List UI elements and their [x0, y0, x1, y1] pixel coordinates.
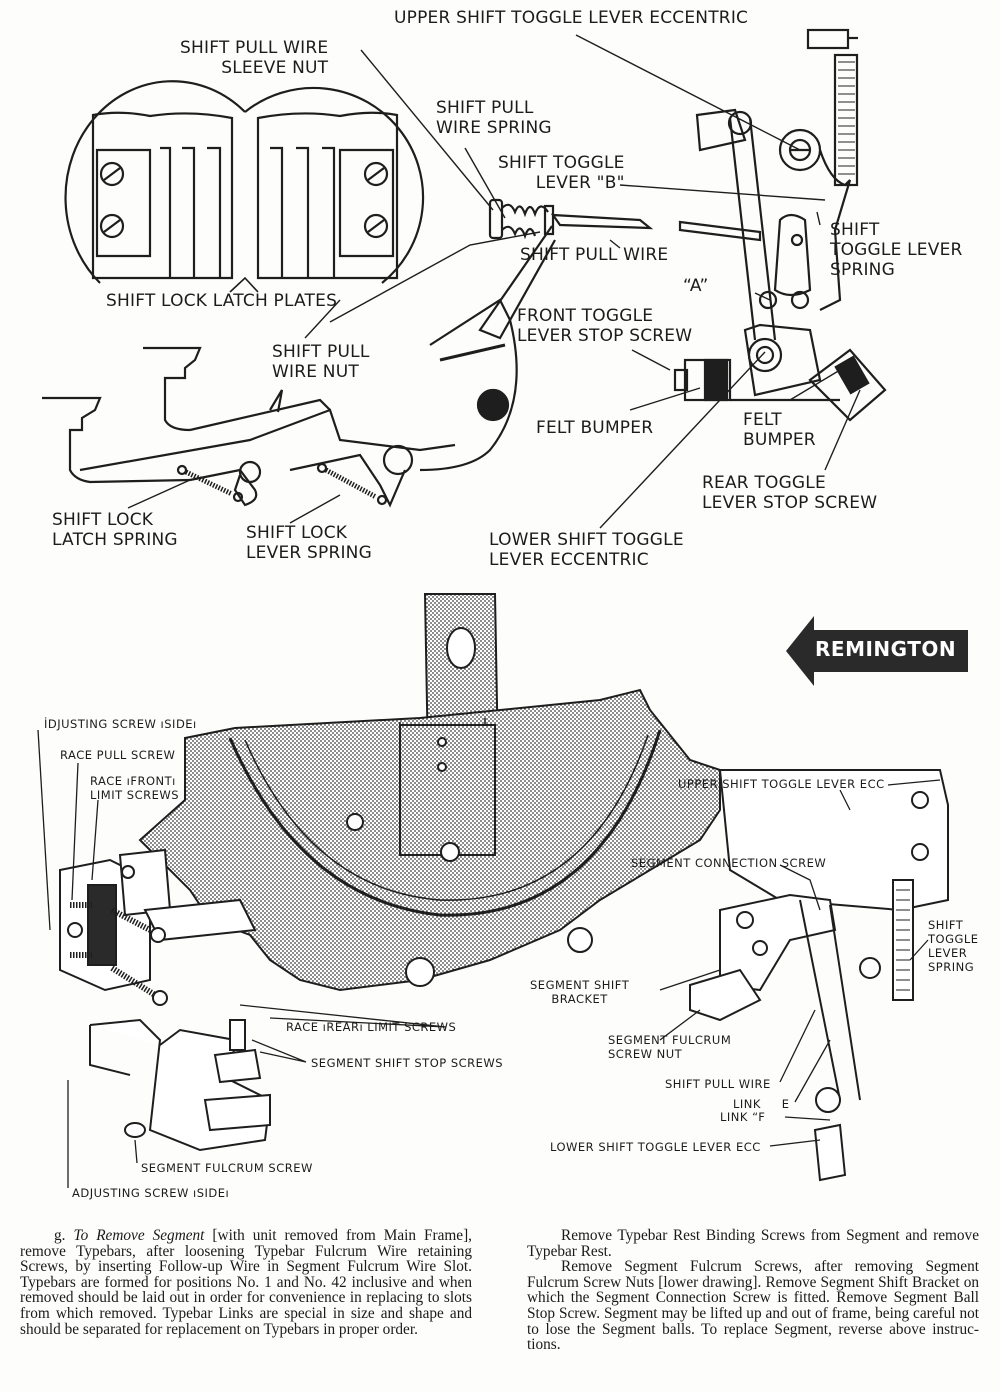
label-felt-bumper-rear: FELT BUMPER: [743, 410, 816, 450]
shift-key-levers: [42, 346, 456, 508]
shift-pull-wire-assembly: [419, 198, 762, 472]
label-upper-shift-toggle-lever-ecc: UPPER SHIFT TOGGLE LEVER ECC: [678, 777, 885, 791]
label-lower-shift-toggle-lever-ecc: LOWER SHIFT TOGGLE LEVER ECC: [550, 1140, 761, 1154]
label-lower-shift-toggle-lever-eccentric: LOWER SHIFT TOGGLE LEVER ECCENTRIC: [489, 530, 684, 570]
label-shift-lock-latch-plates: SHIFT LOCK LATCH PLATES: [106, 291, 338, 311]
text-column-left: g. To Remove Segment [with unit removed …: [20, 1228, 472, 1337]
paragraph-remove-segment: g. To Remove Segment [with unit removed …: [20, 1228, 472, 1337]
bottom-leader-lines: [37, 729, 941, 1188]
label-race-front-limit-screws: RACE ıFRONTı LIMIT SCREWS: [90, 774, 180, 802]
label-shift-pull-wire-spring: SHIFT PULL WIRE SPRING: [436, 98, 552, 138]
section-heading-to-remove-segment: To Remove Segment: [73, 1227, 205, 1244]
top-figure: [42, 28, 887, 529]
paragraph-body: [with unit removed from Main Frame], rem…: [20, 1227, 472, 1338]
label-shift-lock-lever-spring: SHIFT LOCK LEVER SPRING: [246, 523, 372, 563]
label-segment-shift-stop-screws: SEGMENT SHIFT STOP SCREWS: [311, 1056, 504, 1070]
label-shift-pull-wire-nut: SHIFT PULL WIRE NUT: [272, 342, 370, 382]
label-shift-pull-wire-lower: SHIFT PULL WIRE: [665, 1077, 771, 1091]
label-race-pull-screw: RACE PULL SCREW: [60, 748, 176, 762]
label-shift-pull-wire: SHIFT PULL WIRE: [520, 245, 669, 265]
latch-plates-inset: [64, 80, 425, 293]
label-link-e: LINK E: [733, 1097, 790, 1111]
label-shift-toggle-lever-spring-lower: SHIFT TOGGLE LEVER SPRING: [928, 918, 979, 974]
paragraph-typebar-rest: Remove Typebar Rest Binding Screws from …: [527, 1227, 979, 1260]
text-column-right: Remove Typebar Rest Binding Screws from …: [527, 1228, 979, 1353]
label-front-toggle-lever-stop-screw: FRONT TOGGLE LEVER STOP SCREW: [517, 306, 693, 346]
remington-brand-label: REMINGTON: [815, 637, 957, 661]
label-adjusting-screw-side-top: İDJUSTING SCREW ıSIDEı: [44, 717, 197, 731]
remington-arrow-shape: [786, 616, 968, 686]
label-segment-shift-bracket: SEGMENT SHIFT BRACKET: [530, 978, 630, 1006]
label-felt-bumper-front: FELT BUMPER: [536, 418, 654, 438]
label-segment-fulcrum-screw: SEGMENT FULCRUM SCREW: [141, 1161, 313, 1175]
label-marker-a: “A”: [683, 276, 709, 296]
label-rear-toggle-lever-stop-screw: REAR TOGGLE LEVER STOP SCREW: [702, 473, 878, 513]
label-shift-lock-latch-spring: SHIFT LOCK LATCH SPRING: [52, 510, 178, 550]
label-shift-toggle-lever-spring: SHIFT TOGGLE LEVER SPRING: [830, 220, 963, 280]
label-link-f: LINK “F: [720, 1110, 766, 1124]
paragraph-prefix: g.: [54, 1227, 74, 1244]
paragraph-segment-fulcrum: Remove Segment Fulcrum Screws, after rem…: [527, 1258, 979, 1354]
label-shift-pull-wire-sleeve-nut: SHIFT PULL WIRE SLEEVE NUT: [180, 38, 329, 78]
toggle-lever-assembly: [673, 28, 887, 422]
label-upper-shift-toggle-lever-eccentric: UPPER SHIFT TOGGLE LEVER ECCENTRIC: [394, 8, 749, 28]
label-adjusting-screw-side-bottom: ADJUSTING SCREW ıSIDEı: [72, 1186, 230, 1200]
label-shift-toggle-lever-b: SHIFT TOGGLE LEVER "B": [498, 153, 625, 193]
label-segment-connection-screw: SEGMENT CONNECTION SCREW: [631, 856, 827, 870]
label-segment-fulcrum-screw-nut: SEGMENT FULCRUM SCREW NUT: [608, 1033, 732, 1061]
bottom-figure: [37, 593, 968, 1188]
label-race-rear-limit-screws: RACE ıREARı LIMIT SCREWS: [286, 1020, 457, 1034]
